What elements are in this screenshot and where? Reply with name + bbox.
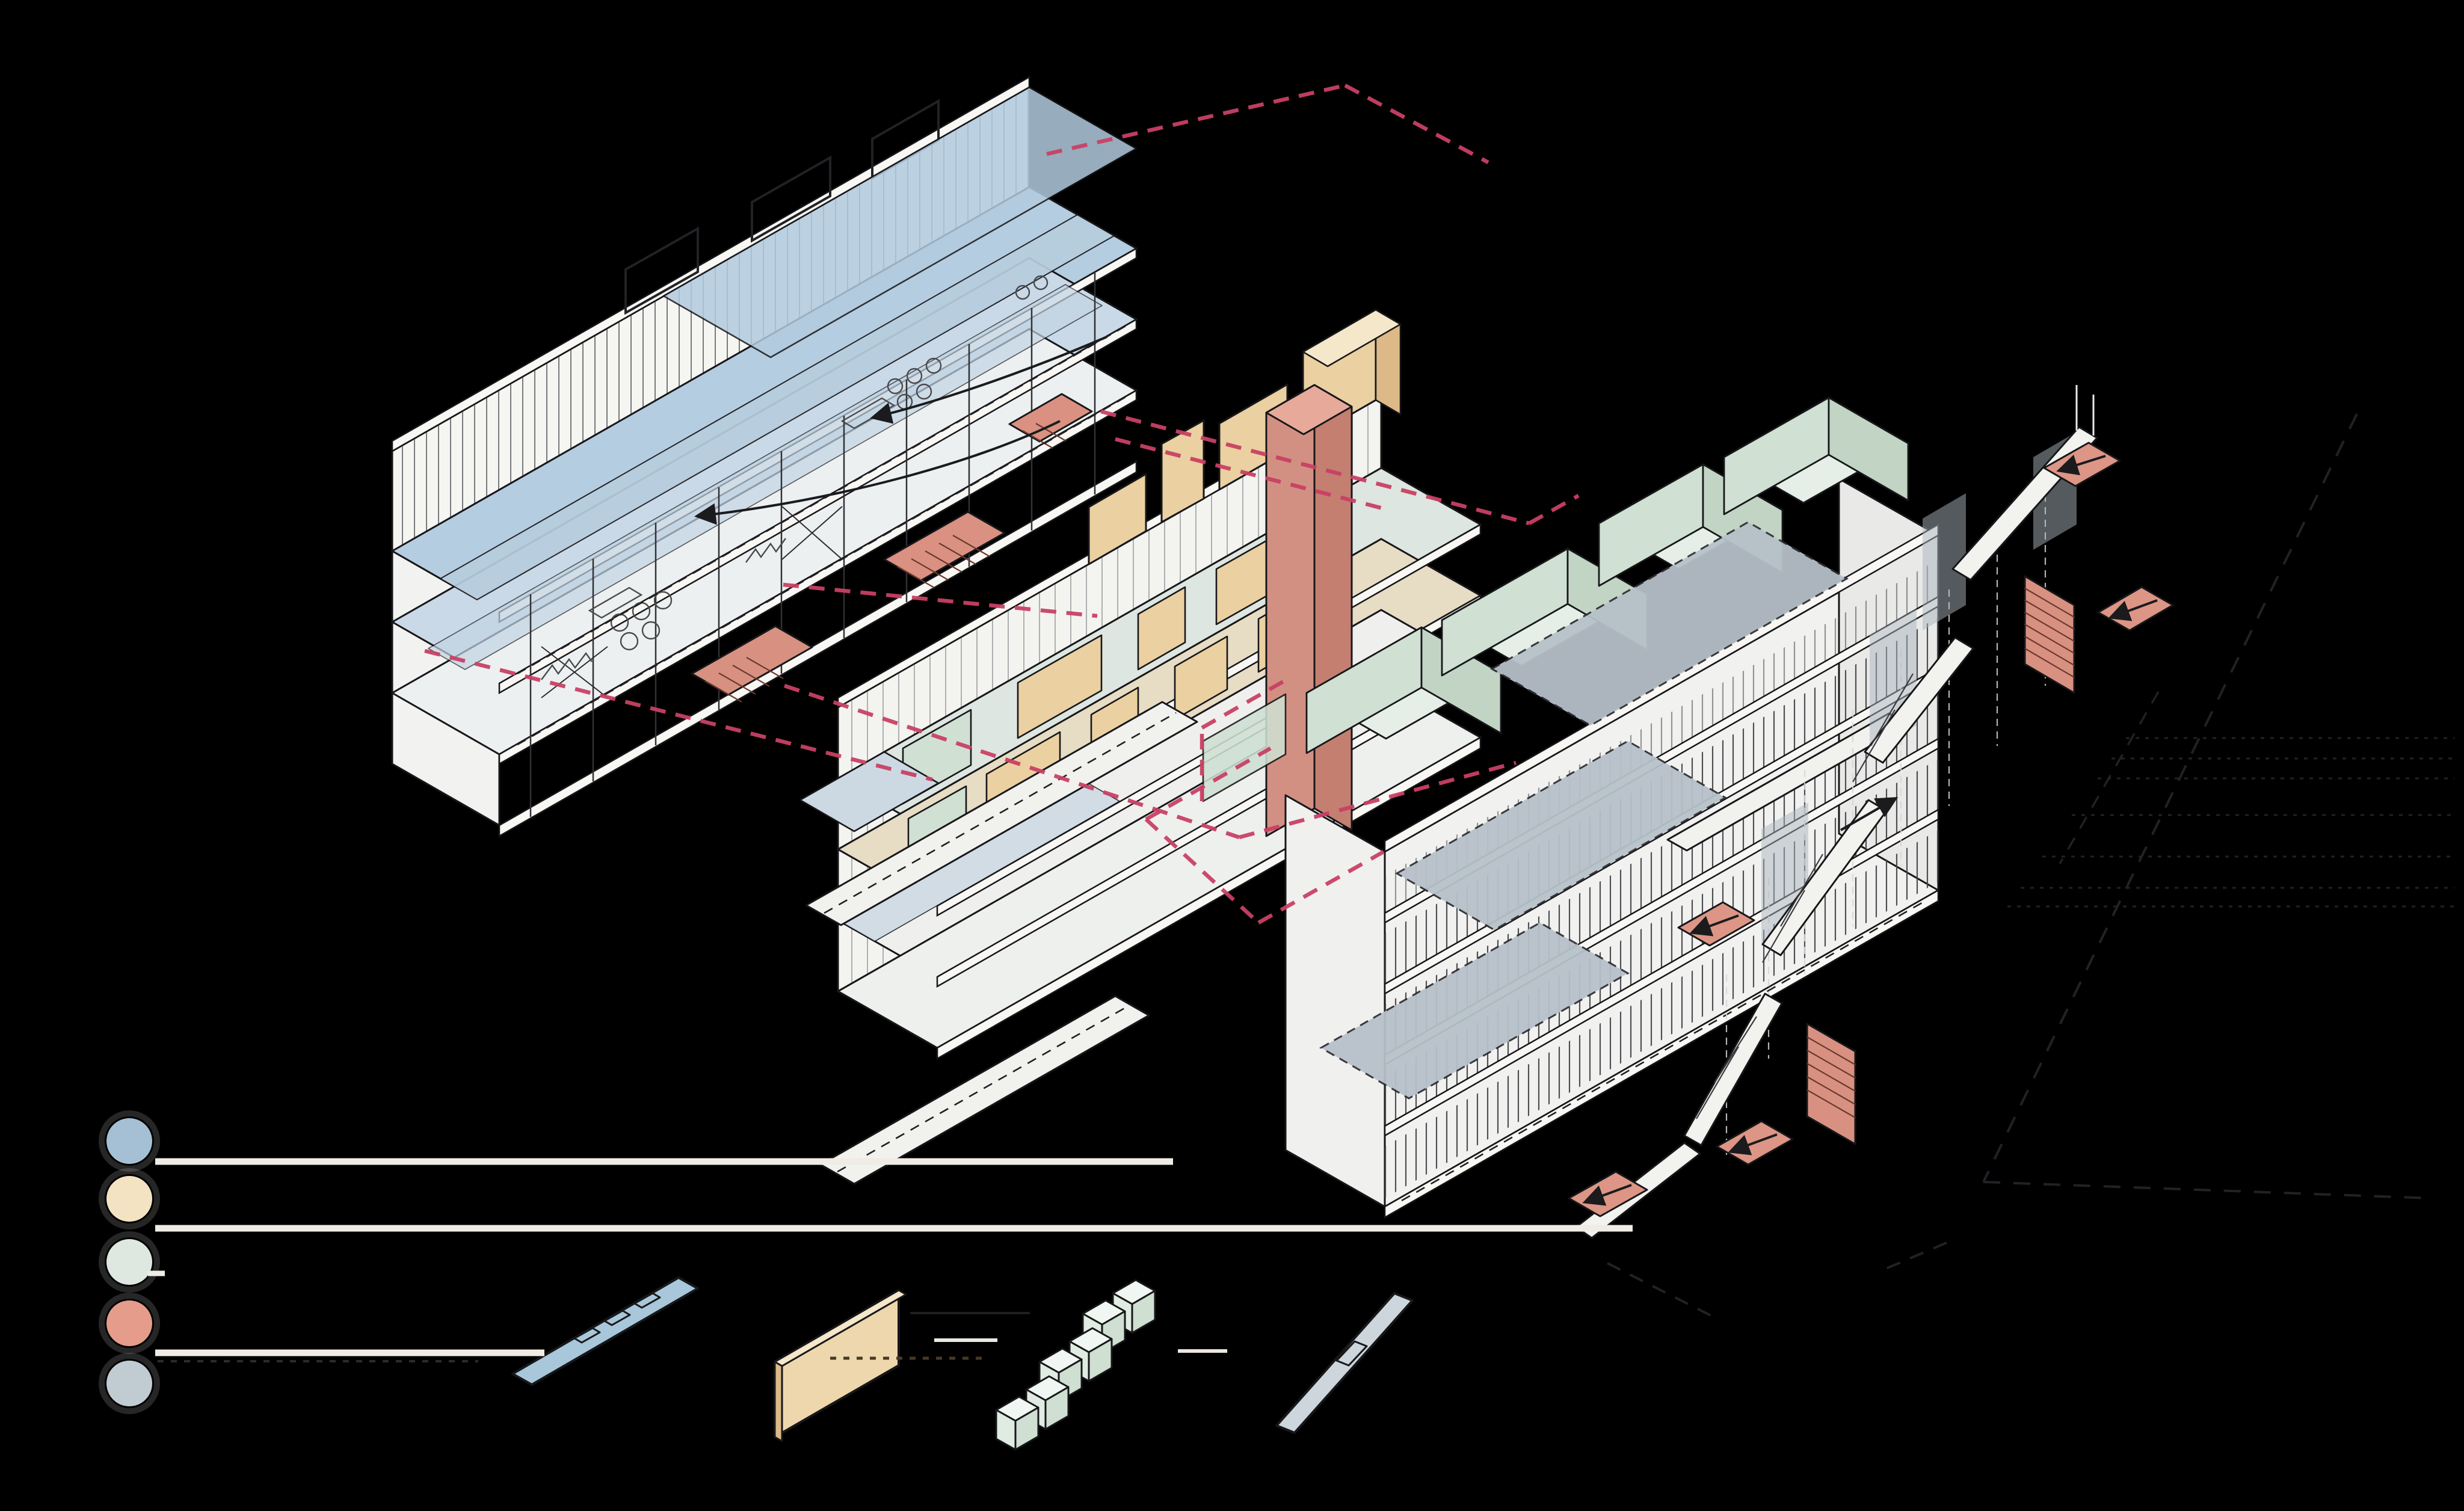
building-social-wireframe [390,75,1139,838]
legend-row-3 [99,1231,165,1293]
red-dashed-circulation [424,83,1580,925]
spine-stairs [1806,575,2075,1145]
key-shapes [511,1276,1414,1451]
building-learning-tan [799,309,1483,1185]
legend [99,1110,1633,1414]
building-a-furniture [541,275,1049,680]
legend-row-5 [99,1353,160,1414]
key-ramp-plank [1275,1292,1414,1434]
building-b-elevator-core [1265,384,1353,837]
legend-row-4 [99,1293,544,1362]
building-a-stairs [691,393,1093,703]
key-wall-slab [774,1289,907,1442]
spine-arrows [1582,454,2158,1206]
site-ground-lines [1607,413,2454,1317]
building-b-tan-fins [1088,309,1402,565]
key-stepped-deck [511,1276,699,1386]
building-a-roof [662,86,1138,359]
building-c-street-decks [1319,521,1849,1100]
key-stepped-deck-plate [511,1276,699,1386]
legend-row-2 [99,1168,1633,1232]
stair-spine [1568,385,2174,1239]
legend-dot-green [106,1239,152,1285]
legend-dot-tan [106,1176,152,1222]
key-room-blocks [995,1279,1156,1451]
legend-dot-gray [106,1361,152,1406]
spine-truss [1696,673,1914,1119]
legend-row-1 [99,1110,1173,1172]
legend-dot-salmon [106,1300,152,1346]
building-a-blue-deck [440,214,1115,600]
legend-dot-blue [106,1118,152,1164]
